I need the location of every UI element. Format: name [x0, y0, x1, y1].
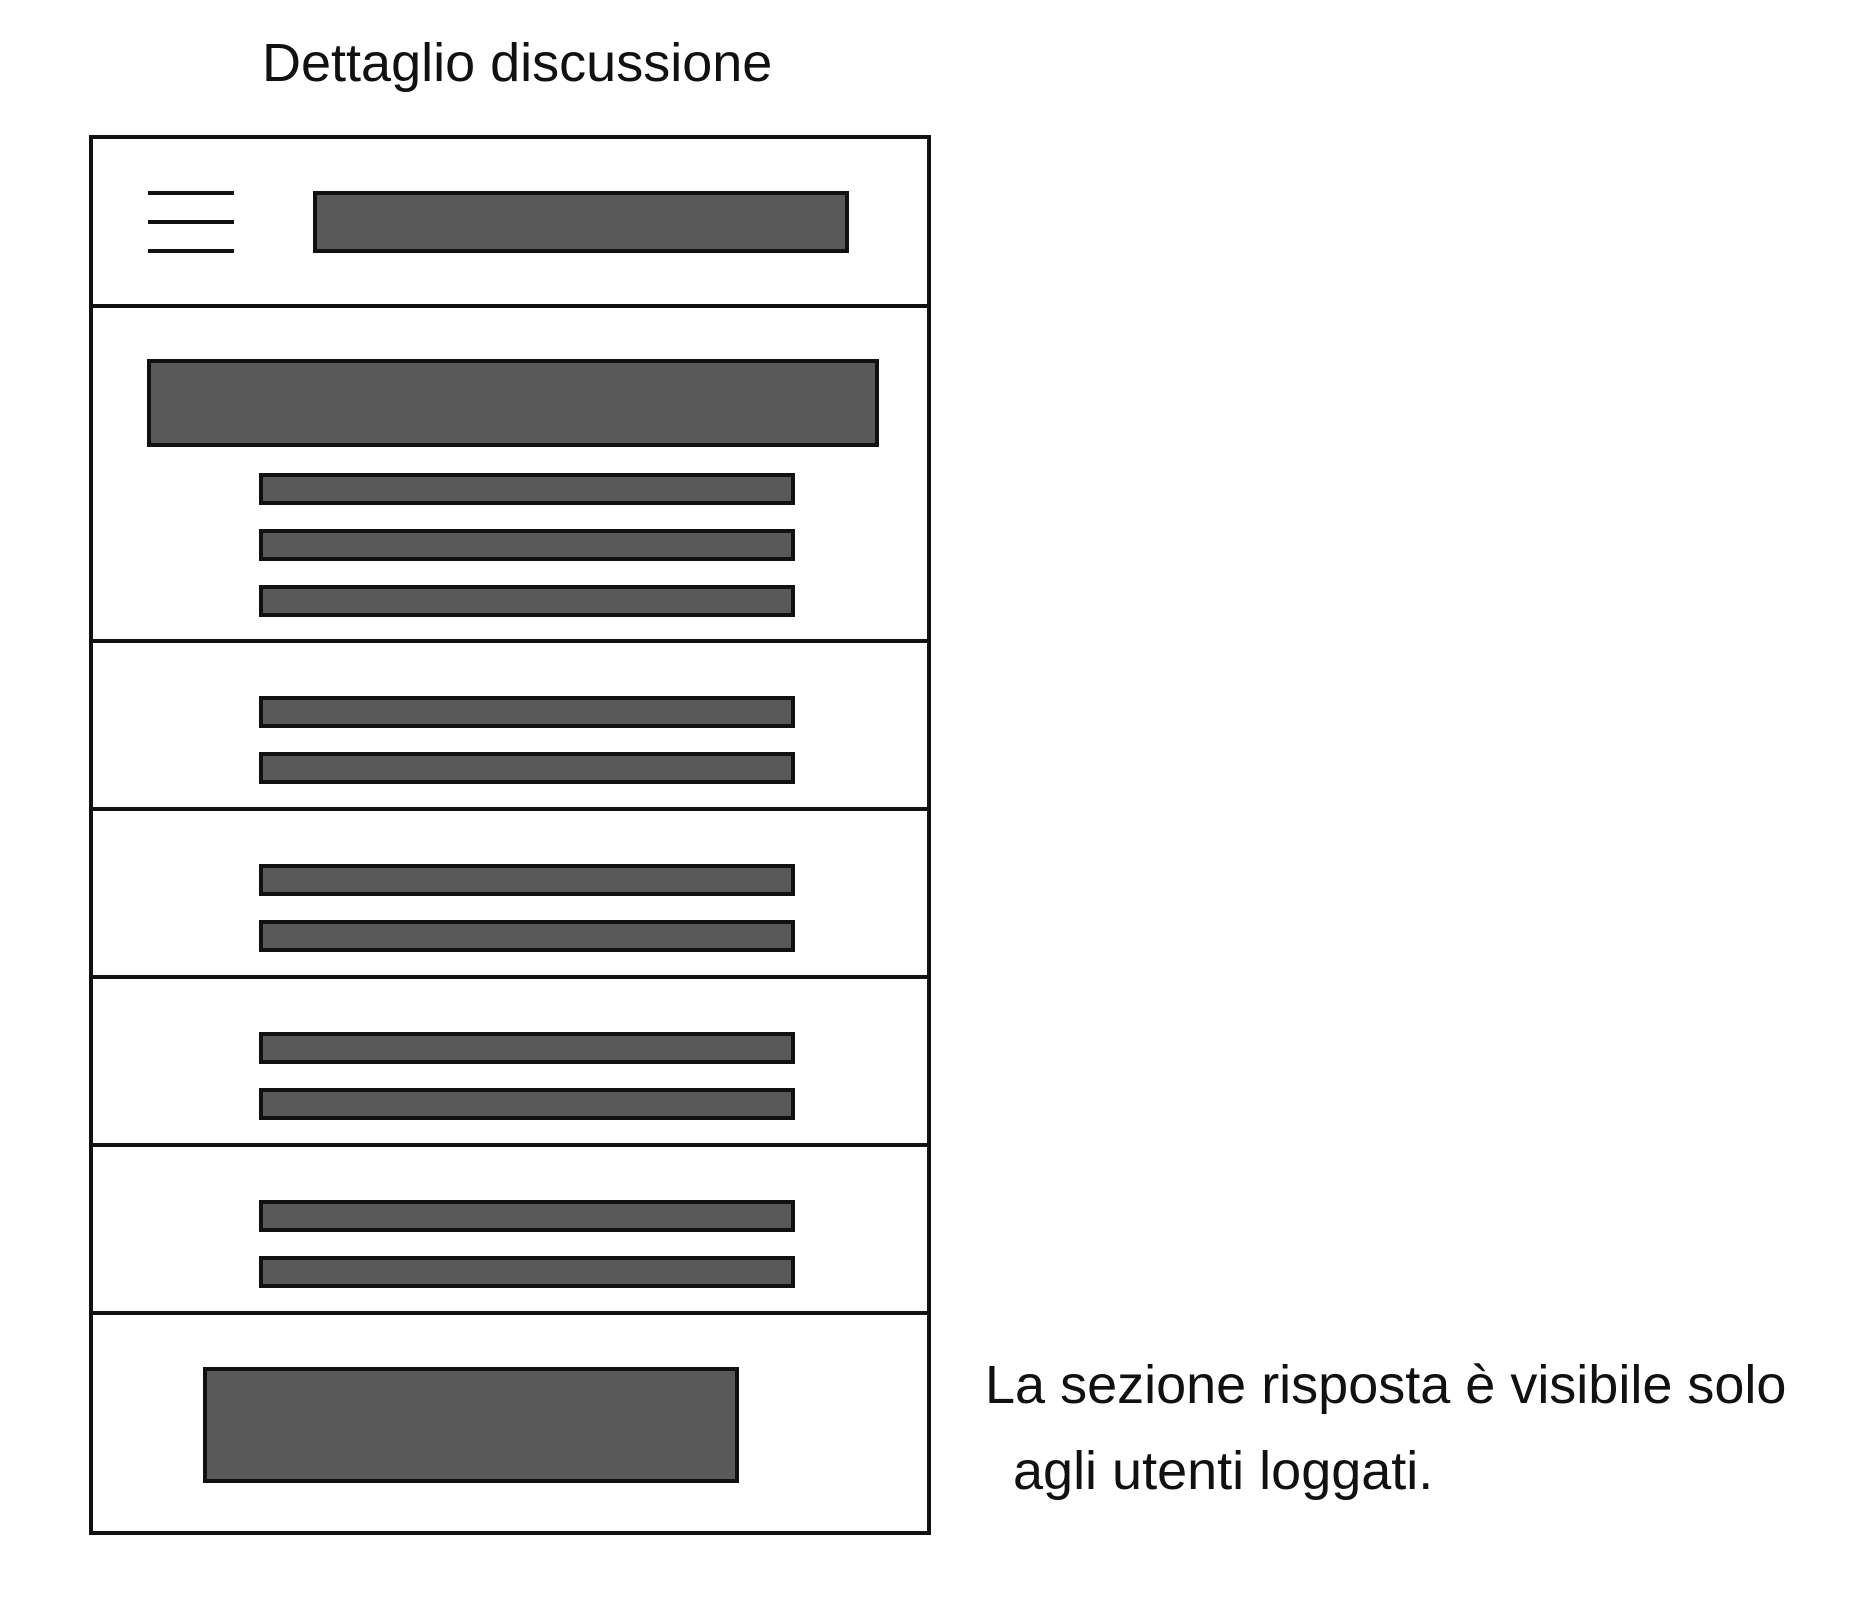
reply-text-line	[259, 864, 795, 896]
reply-divider	[93, 807, 927, 811]
reply-divider	[93, 975, 927, 979]
discussion-text-line	[259, 473, 795, 505]
reply-text-line	[259, 696, 795, 728]
reply-divider	[93, 1143, 927, 1147]
reply-text-line	[259, 1088, 795, 1120]
discussion-text-line	[259, 529, 795, 561]
post-divider	[93, 639, 927, 643]
page-title: Dettaglio discussione	[262, 33, 773, 93]
phone-wireframe	[89, 135, 931, 1535]
reply-text-line	[259, 920, 795, 952]
discussion-text-line	[259, 585, 795, 617]
annotation-note: La sezione risposta è visibile solo agli…	[985, 1342, 1786, 1514]
annotation-line-2: agli utenti loggati.	[1013, 1441, 1434, 1501]
header-divider	[93, 304, 927, 308]
reply-text-line	[259, 1256, 795, 1288]
reply-section-divider	[93, 1311, 927, 1315]
annotation-line-1: La sezione risposta è visibile solo	[985, 1355, 1787, 1415]
reply-text-line	[259, 1032, 795, 1064]
reply-text-line	[259, 752, 795, 784]
hamburger-menu-icon[interactable]	[148, 191, 234, 255]
reply-text-line	[259, 1200, 795, 1232]
header-title-placeholder	[313, 191, 849, 253]
reply-input-placeholder[interactable]	[203, 1367, 739, 1483]
discussion-title-placeholder	[147, 359, 879, 447]
